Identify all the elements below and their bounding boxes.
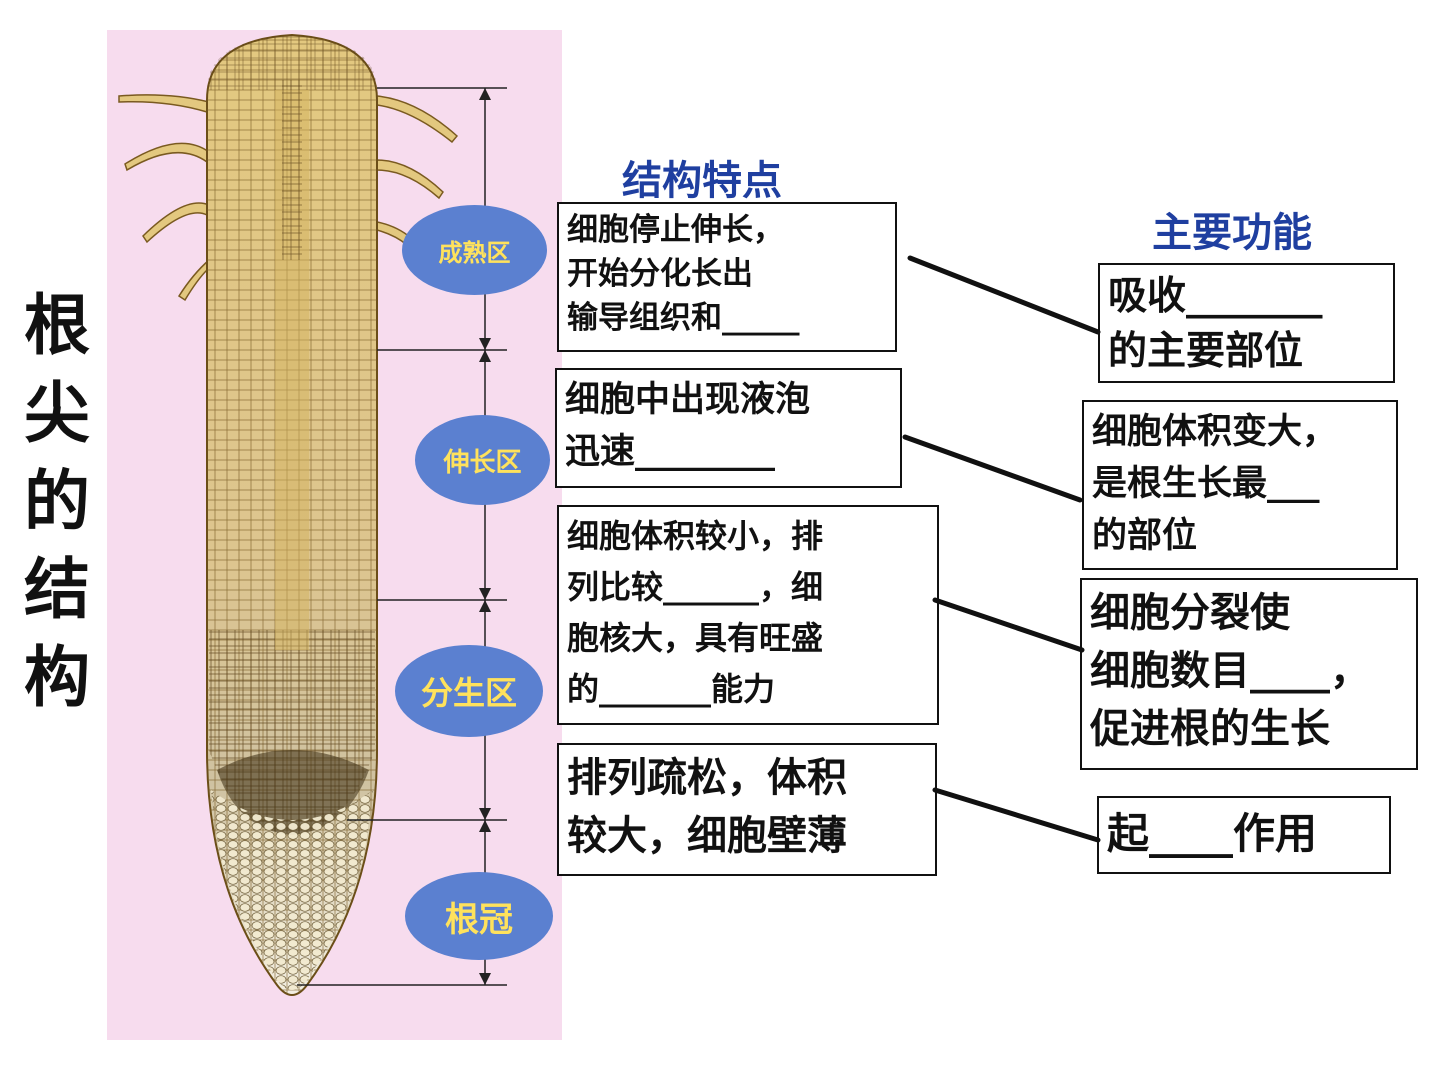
- function-box-maturation: 吸收_______ 的主要部位: [1098, 263, 1395, 383]
- structure-box-rootcap: 排列疏松，体积 较大，细胞壁薄: [557, 743, 937, 876]
- zone-label-rootcap: 根冠: [405, 872, 553, 960]
- structure-box-maturation: 细胞停止伸长， 开始分化长出 输导组织和_____: [557, 202, 897, 352]
- zone-label-elongation: 伸长区: [415, 415, 550, 505]
- function-heading: 主要功能: [1152, 210, 1312, 256]
- zone-label-maturation: 成熟区: [402, 205, 547, 295]
- connector-maturation: [907, 255, 1101, 335]
- function-box-elongation: 细胞体积变大， 是根生长最___ 的部位: [1082, 400, 1398, 570]
- root-tip-illustration: [118, 33, 507, 996]
- connector-elongation: [902, 434, 1083, 503]
- connector-rootcap: [932, 787, 1101, 843]
- structure-box-meristem: 细胞体积较小，排 列比较______，细 胞核大，具有旺盛 的_______能力: [557, 505, 939, 725]
- structure-box-elongation: 细胞中出现液泡 迅速________: [555, 368, 902, 488]
- zone-label-meristem: 分生区: [395, 645, 543, 737]
- function-box-meristem: 细胞分裂使 细胞数目____， 促进根的生长: [1080, 578, 1418, 770]
- structure-heading: 结构特点: [622, 158, 782, 204]
- page-title: 根 尖 的 结 构: [24, 287, 90, 716]
- connector-meristem: [932, 597, 1085, 653]
- function-box-rootcap: 起____作用: [1097, 796, 1391, 874]
